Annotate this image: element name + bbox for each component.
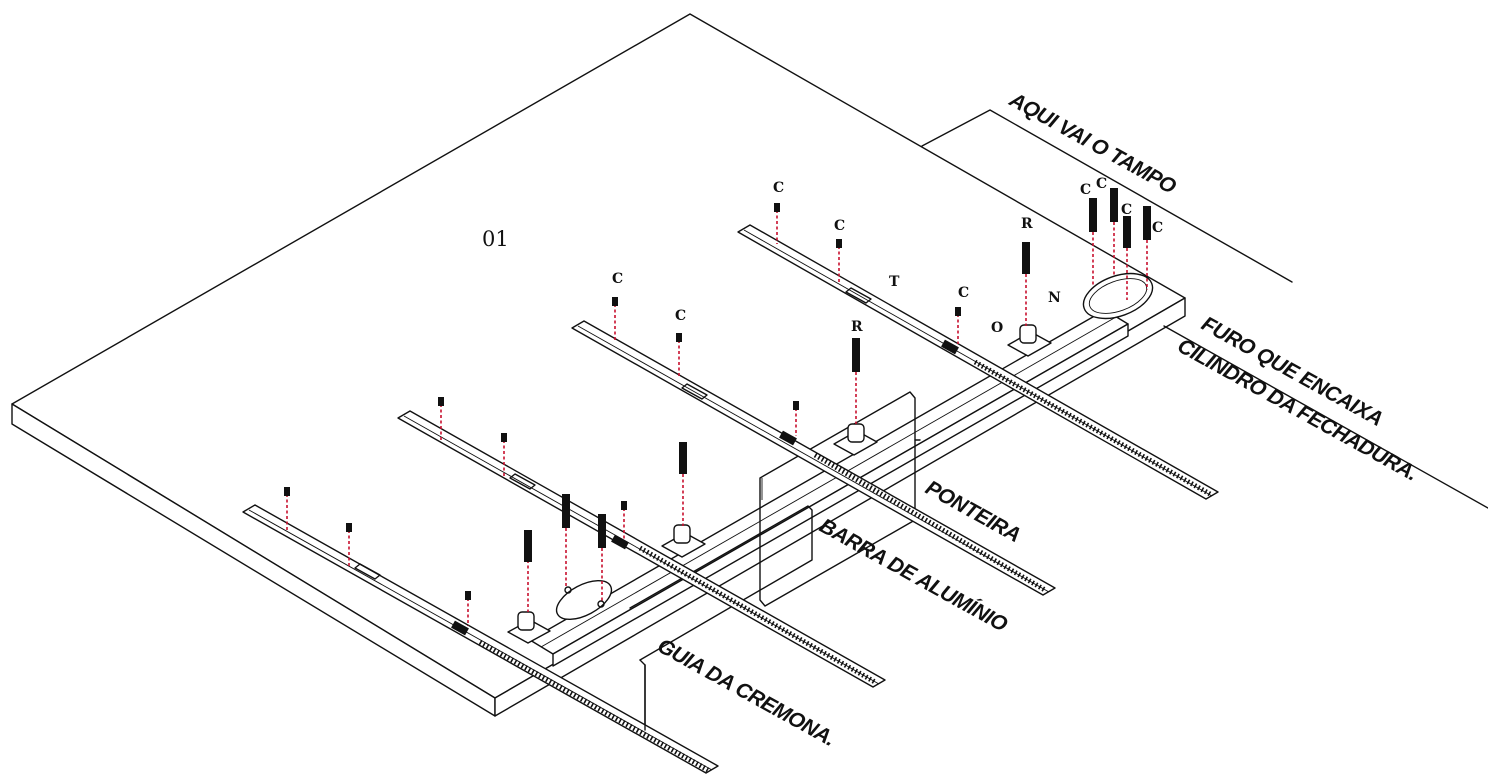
round-plate	[1082, 272, 1154, 320]
screw-short	[836, 239, 842, 282]
knob-3	[847, 423, 865, 443]
rail-1-block	[451, 620, 469, 636]
rail-3-slot	[681, 383, 708, 400]
label-o: O	[991, 320, 1003, 336]
label-c: C	[1121, 202, 1132, 218]
rail-2-block	[611, 534, 629, 550]
rail-2-body	[397, 410, 886, 688]
label-c: C	[1080, 182, 1091, 198]
rail-3	[571, 320, 1056, 596]
knob-plate-2	[661, 524, 706, 558]
screw-long	[679, 442, 687, 526]
screw-long	[1022, 242, 1030, 326]
oval-plate	[555, 579, 613, 621]
rail-1	[242, 504, 719, 774]
screw-short	[612, 297, 618, 340]
screw-short	[346, 523, 352, 566]
leader-tampo	[921, 109, 1293, 283]
knob-1	[517, 611, 535, 631]
round-plate-hole	[1088, 278, 1148, 314]
screw-long	[1143, 206, 1151, 290]
label-c: C	[612, 271, 623, 287]
screw-short	[438, 397, 444, 440]
label-r: R	[1021, 216, 1033, 232]
oval-hole-1	[564, 586, 572, 594]
screw-long	[524, 530, 532, 612]
screw-long	[562, 494, 570, 588]
screw-short	[793, 401, 799, 436]
figure-number: 01	[482, 227, 509, 251]
knob-2	[673, 524, 691, 544]
bar-groove-line	[540, 316, 1117, 648]
lock-cylinder-plate	[1082, 272, 1154, 320]
label-t: T	[889, 274, 900, 290]
callout-ponteira: PONTEIRA	[922, 476, 1025, 547]
label-c: C	[675, 308, 686, 324]
rail-2	[397, 410, 886, 688]
rail-2-teeth	[638, 545, 877, 685]
label-r: R	[851, 319, 863, 335]
screw-long	[1123, 216, 1131, 300]
rail-4	[737, 224, 1219, 500]
screw-long	[852, 338, 860, 424]
label-c: C	[773, 180, 784, 196]
screw-short	[774, 203, 780, 244]
rail-2-slot	[509, 473, 536, 490]
rail-1-slot	[354, 563, 381, 580]
rail-3-body	[571, 320, 1056, 596]
label-n: N	[1048, 290, 1061, 306]
bar-box-outline	[629, 505, 813, 661]
screw-short	[955, 307, 961, 344]
leader-lines	[644, 109, 1488, 731]
rail-4-block	[941, 339, 959, 355]
screw-short	[621, 501, 627, 540]
callout-tampo: AQUI VAI O TAMPO	[1005, 88, 1180, 199]
rail-4-slot	[845, 287, 872, 304]
oval-hole-2	[597, 600, 605, 608]
screw-short	[501, 433, 507, 476]
leader-furo	[1163, 325, 1488, 509]
rail-4-teeth	[973, 359, 1212, 497]
screw-long	[598, 514, 606, 602]
label-c: C	[1152, 220, 1163, 236]
callout-barra: BARRA DE ALUMÍNIO	[816, 514, 1011, 636]
label-c: C	[958, 285, 969, 301]
knob-4	[1019, 324, 1037, 344]
guide-box-outline	[639, 659, 646, 731]
screw-short	[465, 591, 471, 626]
label-c: C	[1096, 176, 1107, 192]
rail-4-inner	[743, 229, 1213, 497]
rail-3-teeth	[813, 452, 1047, 593]
rail-3-block	[779, 430, 797, 446]
label-c: C	[834, 218, 845, 234]
knob-plate-1	[507, 611, 551, 644]
screw-short	[284, 487, 290, 530]
screw-long	[1110, 188, 1118, 276]
part-letters: C C T C R N O C C C C C C R	[612, 176, 1163, 336]
screws	[284, 188, 1151, 626]
knob-plate-4	[1007, 324, 1052, 357]
lock-oval-plate	[555, 579, 613, 621]
screw-long	[1089, 198, 1097, 286]
screw-short	[676, 333, 682, 376]
